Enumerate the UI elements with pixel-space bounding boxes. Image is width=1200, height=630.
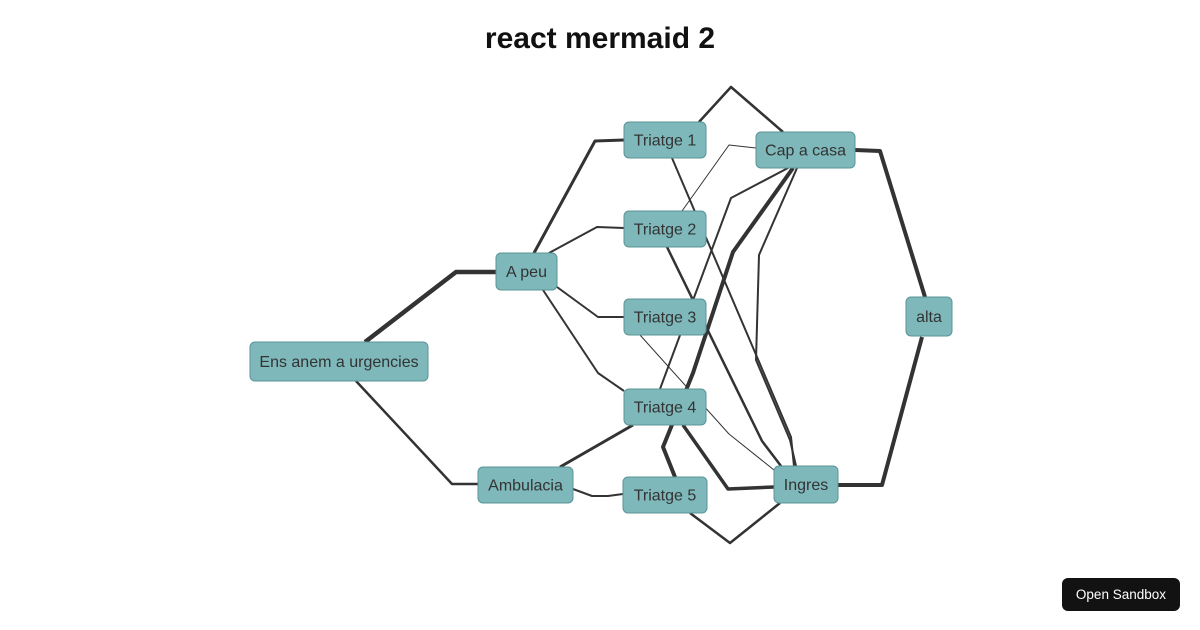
node-triatge-1: Triatge 1 xyxy=(623,121,707,159)
edge-a-peu-to-triatge-1 xyxy=(532,138,625,254)
node-label-a-peu: A peu xyxy=(506,264,547,281)
node-a-peu: A peu xyxy=(495,252,558,291)
node-box-triatge-1 xyxy=(623,121,707,159)
edge-triatge-5-to-ingres xyxy=(689,502,781,545)
node-label-triatge-4: Triatge 4 xyxy=(634,400,697,417)
node-box-alta xyxy=(905,296,953,337)
node-triatge-4: Triatge 4 xyxy=(623,388,707,426)
node-label-triatge-5: Triatge 5 xyxy=(634,488,697,505)
edge-triatge-3-to-ingres xyxy=(639,334,775,471)
node-box-triatge-5 xyxy=(622,476,708,514)
node-label-triatge-3: Triatge 3 xyxy=(634,310,697,327)
node-box-ambulacia xyxy=(477,466,574,504)
node-box-a-peu xyxy=(495,252,558,291)
node-triatge-5: Triatge 5 xyxy=(622,476,708,514)
node-triatge-2: Triatge 2 xyxy=(623,210,707,248)
edge-cap-a-casa-to-alta xyxy=(854,148,927,298)
node-ingres: Ingres xyxy=(773,465,839,504)
edge-a-peu-to-triatge-4 xyxy=(542,289,625,392)
page-title: react mermaid 2 xyxy=(484,22,716,55)
node-box-triatge-4 xyxy=(623,388,707,426)
edge-ambulacia-to-triatge-5 xyxy=(572,488,624,497)
node-box-triatge-3 xyxy=(623,298,707,336)
node-label-alta: alta xyxy=(916,309,942,326)
node-label-triatge-1: Triatge 1 xyxy=(634,133,697,150)
edge-a-peu-to-triatge-3 xyxy=(556,286,624,318)
edge-triatge-4-to-ingres xyxy=(681,423,775,491)
edge-ambulacia-to-triatge-4 xyxy=(559,423,634,469)
node-ens-anem-a-urgencies: Ens anem a urgencies xyxy=(249,341,429,382)
node-box-ens-anem-a-urgencies xyxy=(249,341,429,382)
node-label-ingres: Ingres xyxy=(784,477,828,494)
node-label-ambulacia: Ambulacia xyxy=(488,478,563,495)
node-label-ens-anem-a-urgencies: Ens anem a urgencies xyxy=(259,354,418,371)
node-label-cap-a-casa: Cap a casa xyxy=(765,143,846,160)
edge-cap-a-casa-to-triatge-5 xyxy=(661,166,795,478)
node-box-triatge-2 xyxy=(623,210,707,248)
edge-triatge-1-to-cap-a-casa xyxy=(698,85,784,133)
open-sandbox-button[interactable]: Open Sandbox xyxy=(1061,578,1180,611)
node-label-triatge-2: Triatge 2 xyxy=(634,222,697,239)
edge-triatge-2-to-cap-a-casa xyxy=(681,144,757,212)
edge-cap-a-casa-to-ingres xyxy=(755,167,798,467)
node-alta: alta xyxy=(905,296,953,337)
node-box-cap-a-casa xyxy=(755,131,856,169)
node-cap-a-casa: Cap a casa xyxy=(755,131,856,169)
edge-ens-anem-a-urgencies-to-ambulacia xyxy=(355,380,478,486)
edge-ingres-to-alta xyxy=(838,336,924,487)
node-box-ingres xyxy=(773,465,839,504)
node-ambulacia: Ambulacia xyxy=(477,466,574,504)
node-triatge-3: Triatge 3 xyxy=(623,298,707,336)
edge-ens-anem-a-urgencies-to-a-peu xyxy=(363,269,496,344)
edge-a-peu-to-triatge-2 xyxy=(548,226,625,254)
